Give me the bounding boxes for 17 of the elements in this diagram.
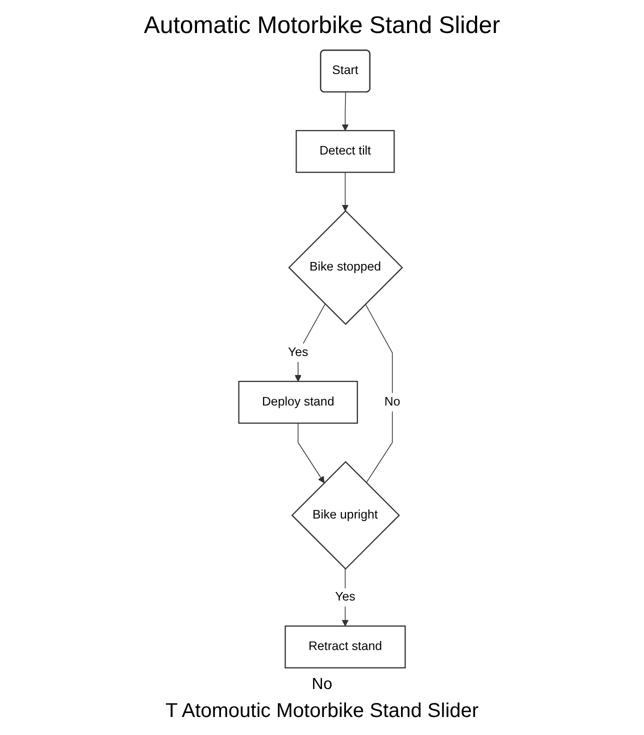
node-box: Deploy stand	[238, 380, 358, 424]
node-box: Detect tilt	[296, 130, 395, 173]
diagram-caption: T Atomoutic Motorbike Stand Slider	[165, 700, 479, 723]
arrow	[342, 568, 349, 626]
arrow	[342, 172, 349, 212]
diagram-title: Automatic Motorbike Stand Slider	[144, 12, 500, 40]
node-diamond: Bike stopped	[288, 210, 404, 326]
edge-label: Yes	[335, 590, 356, 604]
branch-label: No	[312, 676, 332, 693]
node-diamond: Bike upright	[291, 461, 400, 570]
connector	[365, 304, 393, 484]
arrow	[342, 92, 349, 131]
edge-label: No	[384, 395, 400, 408]
arrow	[298, 422, 324, 484]
edge-label: Yes	[288, 346, 308, 360]
arrow	[294, 304, 326, 382]
node-box: Retract stand	[284, 626, 406, 668]
